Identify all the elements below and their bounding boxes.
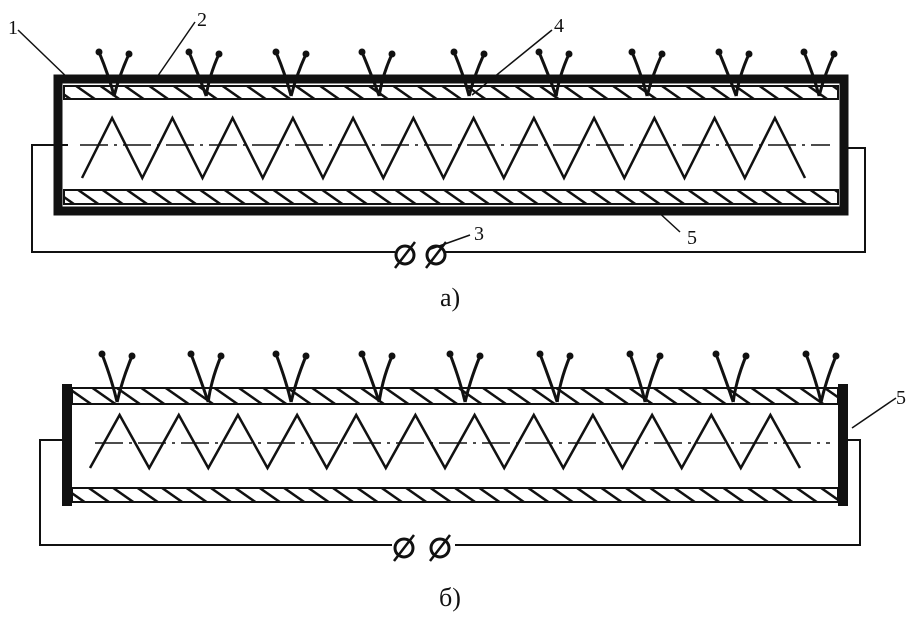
sprouts-b bbox=[98, 350, 840, 403]
circuit-wire-right-a bbox=[445, 147, 866, 253]
circuit-wire-left-a bbox=[31, 144, 395, 253]
circuit-wire-left-b bbox=[39, 439, 392, 546]
sprouts-a bbox=[95, 48, 838, 97]
diagram-b: 5 б) bbox=[39, 350, 906, 612]
circuit-wire-right-b bbox=[455, 439, 861, 546]
sprout bbox=[358, 48, 396, 97]
bottom-hatch-layer-b bbox=[71, 487, 839, 503]
heating-coil-a bbox=[80, 115, 807, 181]
leader-line-5b bbox=[851, 397, 897, 429]
label-2: 2 bbox=[197, 9, 207, 31]
leader-line-2 bbox=[154, 21, 196, 81]
sprout bbox=[715, 48, 753, 97]
diagram-a: 1 2 4 3 5 а) bbox=[8, 9, 866, 312]
leader-line-1 bbox=[17, 29, 73, 83]
sprout bbox=[446, 350, 484, 403]
sprout bbox=[626, 350, 664, 403]
sprout bbox=[187, 350, 225, 403]
sprout bbox=[535, 48, 573, 97]
terminals-b bbox=[393, 534, 451, 562]
sprout bbox=[272, 48, 310, 97]
label-4: 4 bbox=[554, 15, 564, 37]
sprout bbox=[628, 48, 666, 97]
leader-line-4 bbox=[471, 29, 553, 96]
label-3: 3 bbox=[474, 223, 484, 245]
label-1: 1 bbox=[8, 17, 18, 39]
terminals-a bbox=[394, 241, 447, 269]
sprout bbox=[800, 48, 838, 97]
top-hatch-layer-a bbox=[63, 85, 839, 100]
sprout bbox=[712, 350, 750, 403]
sprout bbox=[185, 48, 223, 97]
caption-a: а) bbox=[440, 283, 460, 312]
caption-b: б) bbox=[439, 583, 461, 612]
sprout bbox=[450, 48, 488, 97]
left-electrode-b bbox=[62, 384, 72, 506]
leader-line-3 bbox=[427, 234, 471, 251]
top-hatch-layer-b bbox=[71, 387, 839, 405]
bottom-hatch-layer-a bbox=[63, 189, 839, 205]
sprout bbox=[536, 350, 574, 403]
sprout bbox=[272, 350, 310, 403]
sprout bbox=[802, 350, 840, 403]
right-electrode-b bbox=[838, 384, 848, 506]
sprout bbox=[358, 350, 396, 403]
sprout bbox=[95, 48, 133, 97]
leader-line-5a bbox=[654, 208, 681, 233]
heating-coil-b bbox=[88, 412, 802, 471]
sprout bbox=[98, 350, 136, 403]
label-5-a: 5 bbox=[687, 227, 697, 249]
label-5-b: 5 bbox=[896, 387, 906, 409]
